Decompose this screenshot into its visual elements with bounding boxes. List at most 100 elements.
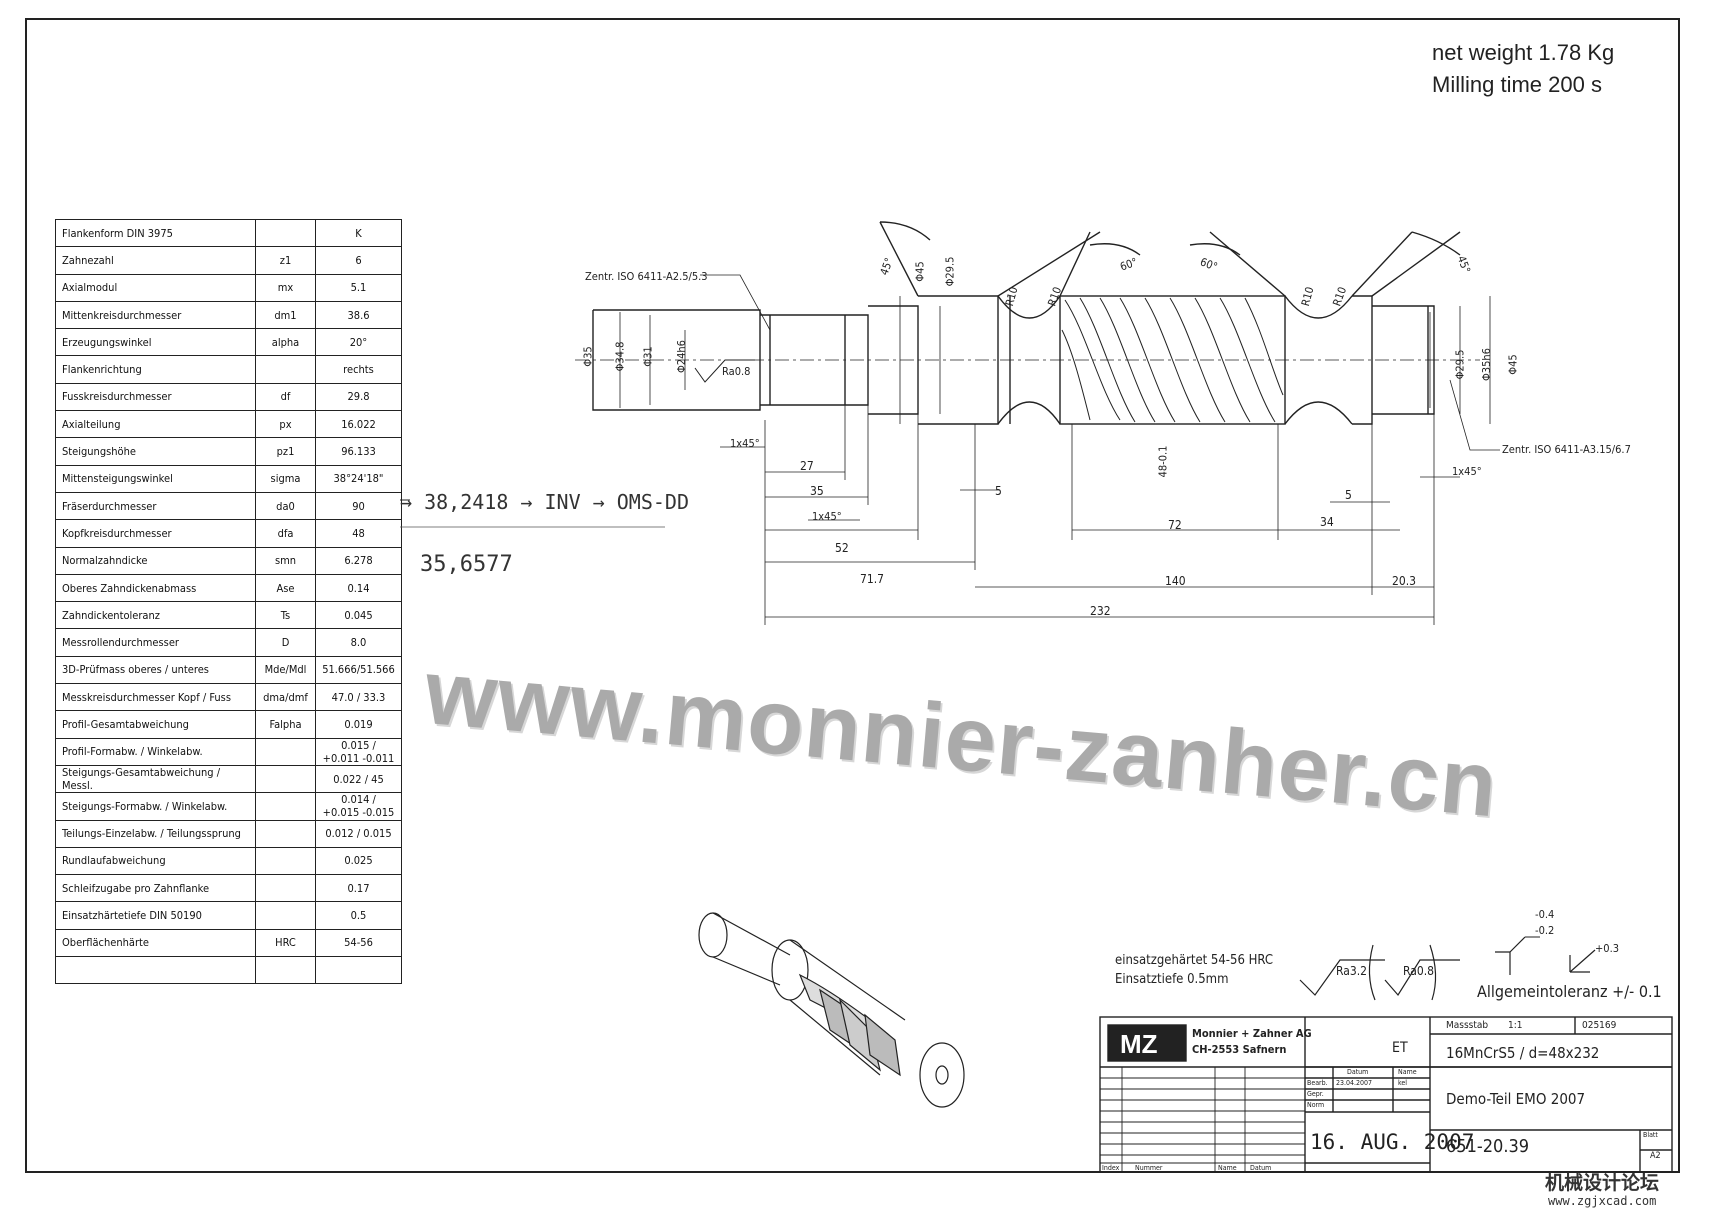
spec-label: Oberflächenhärte bbox=[55, 928, 256, 958]
spec-label: Messkreisdurchmesser Kopf / Fuss bbox=[55, 683, 256, 712]
spec-label: 3D-Prüfmass oberes / unteres bbox=[55, 655, 256, 685]
spec-value: 0.012 / 0.015 bbox=[315, 819, 402, 848]
datum-header: Datum bbox=[1347, 1068, 1369, 1076]
spec-symbol: alpha bbox=[255, 328, 316, 357]
massstab-label: Massstab bbox=[1446, 1020, 1489, 1031]
bearb-name: kel bbox=[1398, 1079, 1408, 1087]
dim-dia-45-left: Φ45 bbox=[913, 261, 927, 282]
name-header: Name bbox=[1398, 1068, 1417, 1076]
spec-symbol: df bbox=[255, 382, 316, 412]
svg-text:MZ: MZ bbox=[1120, 1029, 1158, 1059]
centre-hole-right-label: Zentr. ISO 6411-A3.15/6.7 bbox=[1502, 443, 1631, 456]
spec-label: Steigungs-Formabw. / Winkelabw. bbox=[55, 792, 256, 821]
spec-symbol: pz1 bbox=[255, 437, 316, 466]
spec-label: Profil-Gesamtabweichung bbox=[55, 710, 256, 739]
spec-symbol: Mde/Mdl bbox=[255, 655, 316, 685]
spec-value: 38.6 bbox=[315, 300, 402, 330]
milling-time-note: Milling time 200 s bbox=[1432, 72, 1602, 97]
spec-label: Fusskreisdurchmesser bbox=[55, 382, 256, 412]
spec-label: Steigungs-Gesamtabweichung / Messl. bbox=[55, 764, 256, 794]
dim-length-5-left: 5 bbox=[995, 484, 1002, 498]
spec-value: 0.022 / 45 bbox=[315, 764, 402, 794]
spec-symbol: Ase bbox=[255, 573, 316, 603]
spec-label: Oberes Zahndickenabmass bbox=[55, 573, 256, 603]
massstab-value: 1:1 bbox=[1508, 1020, 1523, 1031]
spec-symbol: sigma bbox=[255, 464, 316, 493]
dim-length-72: 72 bbox=[1168, 518, 1182, 532]
spec-label: Mittenkreisdurchmesser bbox=[55, 300, 256, 330]
spec-label: Mittensteigungswinkel bbox=[55, 464, 256, 493]
spec-value: 54-56 bbox=[315, 928, 402, 958]
spec-label: Flankenrichtung bbox=[55, 355, 256, 384]
title-block: MZ bbox=[1099, 1016, 1673, 1173]
handwritten-note-2: 35,6577 bbox=[420, 552, 513, 577]
dim-dia-29-5-left: Φ29.5 bbox=[943, 256, 957, 287]
spec-row bbox=[55, 956, 402, 985]
spec-row: Flankenrichtung rechts bbox=[55, 355, 402, 384]
dim-dia-45-right: Φ45 bbox=[1506, 354, 1520, 375]
bearb-label: Bearb. bbox=[1307, 1079, 1328, 1087]
spec-symbol bbox=[255, 846, 316, 876]
forum-watermark: 机械设计论坛 bbox=[1545, 1172, 1660, 1194]
dim-length-140: 140 bbox=[1165, 574, 1186, 588]
blatt-label: Blatt bbox=[1643, 1131, 1658, 1139]
spec-label: Flankenform DIN 3975 bbox=[55, 218, 256, 248]
spec-symbol: Falpha bbox=[255, 710, 316, 739]
centre-hole-left-label: Zentr. ISO 6411-A2.5/5.3 bbox=[585, 270, 708, 283]
bearb-date: 23.04.2007 bbox=[1336, 1079, 1373, 1087]
chamfer-left-1: 1x45° bbox=[730, 437, 760, 450]
dim-dia-31: Φ31 bbox=[641, 346, 655, 367]
name-label: Name bbox=[1218, 1164, 1237, 1172]
tolerance-a: -0.4 bbox=[1535, 908, 1555, 921]
material-label: 16MnCrS5 / d=48x232 bbox=[1446, 1044, 1600, 1062]
dim-length-232: 232 bbox=[1090, 604, 1111, 618]
spec-symbol: Ts bbox=[255, 601, 316, 630]
tolerance-c: +0.3 bbox=[1595, 942, 1620, 955]
spec-symbol: dm1 bbox=[255, 300, 316, 330]
nummer-label: Nummer bbox=[1135, 1164, 1163, 1172]
spec-label: Fräserdurchmesser bbox=[55, 491, 256, 521]
dim-length-27: 27 bbox=[800, 459, 814, 473]
dim-length-71-7: 71.7 bbox=[860, 572, 885, 586]
spec-label: Erzeugungswinkel bbox=[55, 328, 256, 357]
site-watermark: www.zgjxcad.com bbox=[1548, 1194, 1657, 1208]
norm-label: Norm bbox=[1307, 1101, 1325, 1109]
spec-label bbox=[55, 956, 256, 985]
index-label: Index bbox=[1102, 1164, 1120, 1172]
spec-symbol bbox=[255, 956, 316, 985]
spec-label: Axialmodul bbox=[55, 273, 256, 302]
spec-symbol: dfa bbox=[255, 519, 316, 548]
dim-length-35: 35 bbox=[810, 484, 824, 498]
dim-length-5-right: 5 bbox=[1345, 488, 1352, 502]
drawing-frame bbox=[25, 18, 1680, 1173]
dim-length-34: 34 bbox=[1320, 515, 1334, 529]
spec-value: 51.666/51.566 bbox=[315, 655, 402, 685]
spec-symbol: px bbox=[255, 410, 316, 439]
spec-row: Profil-Formabw. / Winkelabw.0.015 / +0.0… bbox=[55, 737, 402, 766]
spec-symbol: D bbox=[255, 628, 316, 657]
spec-value: rechts bbox=[315, 355, 402, 384]
hardening-depth-note: Einsatztiefe 0.5mm bbox=[1115, 972, 1229, 987]
dim-dia-35h6: Φ35h6 bbox=[1479, 348, 1493, 381]
spec-value: 0.015 / +0.011 -0.011 bbox=[315, 737, 402, 766]
spec-value: 48 bbox=[315, 519, 402, 548]
spec-value: 0.025 bbox=[315, 846, 402, 876]
drawing-title: Demo-Teil EMO 2007 bbox=[1446, 1090, 1586, 1108]
spec-value bbox=[315, 956, 402, 985]
spec-value: 16.022 bbox=[315, 410, 402, 439]
